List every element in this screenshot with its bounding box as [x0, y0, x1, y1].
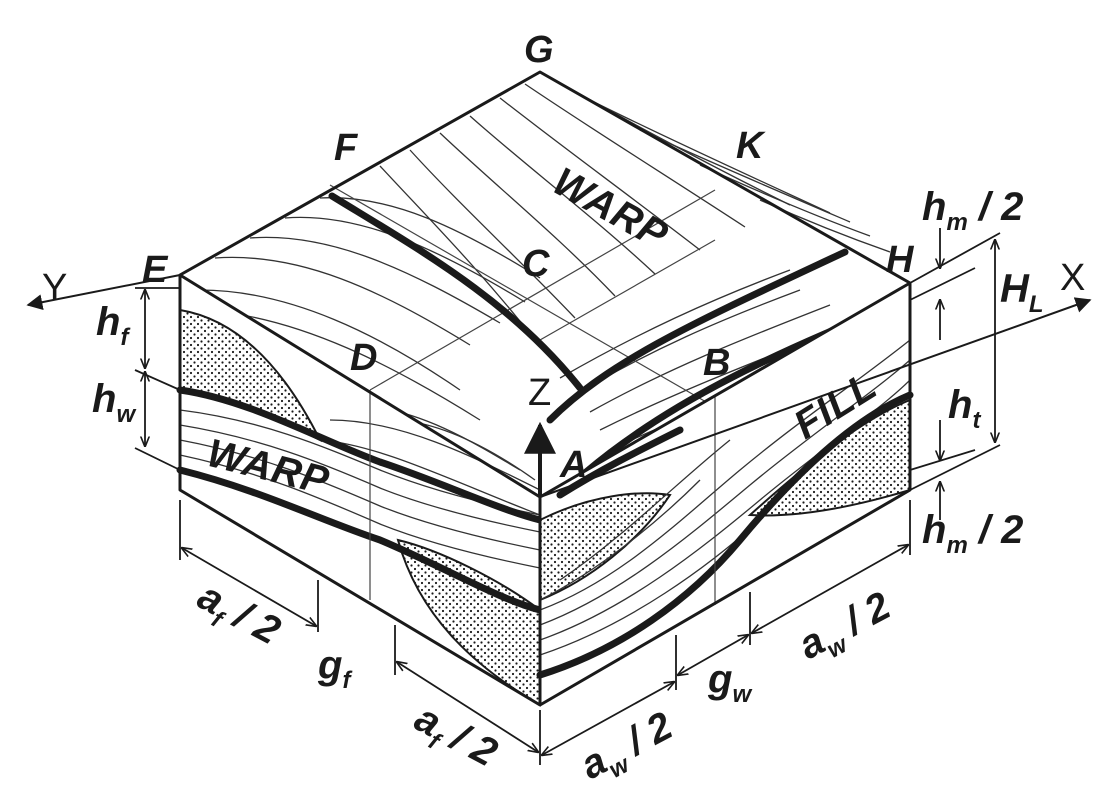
- dim-hm-top: hm / 2: [922, 185, 1023, 236]
- top-face: [179, 72, 912, 499]
- dim-af-bottom: af / 2: [404, 696, 504, 781]
- dim-hf: hf: [96, 300, 130, 351]
- dim-ht: ht: [948, 383, 981, 434]
- z-axis-label: Z: [528, 372, 551, 414]
- dim-HL: HL: [1000, 267, 1044, 318]
- x-axis-label: X: [1060, 257, 1085, 299]
- top-fill-hatching: [199, 197, 541, 481]
- point-label-H: H: [886, 239, 915, 281]
- point-label-K: K: [736, 125, 766, 167]
- point-label-G: G: [524, 29, 554, 71]
- dimension-lines: [134, 228, 1001, 765]
- top-warp-hatching: [379, 79, 891, 341]
- point-label-D: D: [350, 337, 377, 379]
- dim-aw-bottom: aw / 2: [574, 704, 683, 794]
- dim-aw-right: aw / 2: [792, 584, 901, 674]
- point-label-F: F: [334, 127, 359, 169]
- point-label-B: B: [703, 342, 730, 384]
- left-face-hatching: [179, 409, 541, 569]
- point-label-E: E: [142, 249, 169, 291]
- dim-gw: gw: [707, 657, 752, 708]
- dim-hw: hw: [92, 377, 136, 428]
- dim-af-left: af / 2: [187, 574, 287, 659]
- point-label-C: C: [522, 243, 550, 285]
- point-labels: G F K E H C D B A: [142, 29, 915, 486]
- right-face: [536, 283, 914, 705]
- y-axis-arrow: [26, 274, 181, 311]
- dim-hm-bottom: hm / 2: [922, 508, 1023, 559]
- point-label-A: A: [559, 444, 587, 486]
- dim-gf: gf: [317, 643, 352, 694]
- y-axis-label: Y: [42, 267, 67, 309]
